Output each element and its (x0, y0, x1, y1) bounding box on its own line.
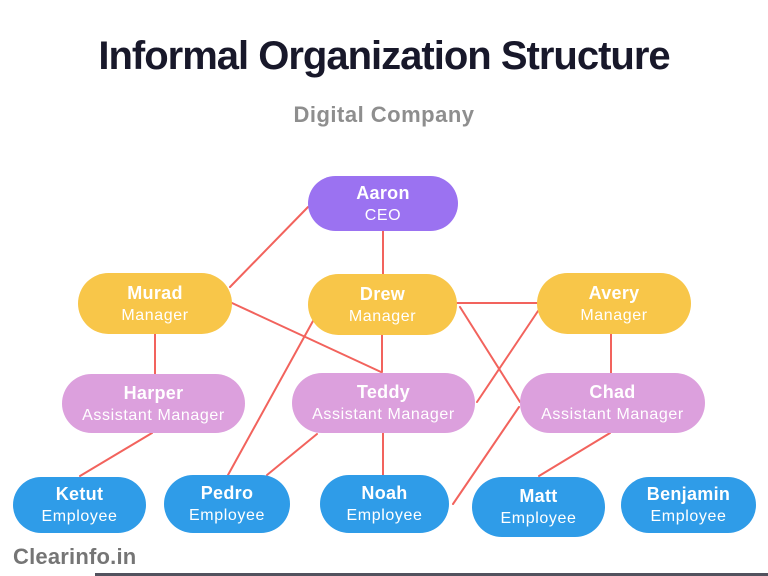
org-node-role: Employee (189, 507, 265, 525)
org-node-role: Assistant Manager (82, 406, 225, 424)
org-node-name: Pedro (200, 483, 254, 504)
connection-line-harper-ketut (79, 432, 153, 477)
org-node-name: Chad (589, 382, 636, 403)
org-node-name: Harper (123, 382, 184, 403)
org-node-name: Ketut (55, 484, 104, 505)
org-node-role: Employee (500, 510, 577, 528)
org-node-name: Avery (588, 282, 640, 303)
connection-line-chad-noah (452, 406, 520, 505)
org-node-name: Murad (127, 282, 183, 303)
org-node-name: Drew (359, 283, 406, 304)
org-node-name: Teddy (356, 382, 411, 403)
bottom-edge-strip (95, 573, 768, 576)
connection-line-teddy-pedro (266, 433, 318, 476)
page-title: Informal Organization Structure (98, 34, 670, 78)
org-node-role: Manager (121, 306, 189, 324)
page-subtitle: Digital Company (293, 102, 475, 127)
org-node-name: Noah (361, 483, 408, 504)
connection-line-avery-teddy (476, 310, 539, 403)
org-node-name: Benjamin (646, 484, 731, 505)
connection-line-drew-chad (459, 306, 521, 403)
watermark-text: Clearinfo.in (13, 544, 137, 569)
connection-line-drew-pedro (227, 320, 314, 476)
org-node-role: Assistant Manager (541, 406, 684, 424)
org-node-role: Assistant Manager (312, 406, 455, 424)
org-node-role: Manager (580, 306, 648, 324)
connection-line-aaron-murad (229, 206, 309, 288)
org-node-name: Matt (519, 486, 558, 507)
connection-line-chad-matt (538, 432, 611, 477)
org-node-role: Manager (348, 307, 417, 325)
org-node-name: Aaron (356, 182, 410, 203)
org-node-role: Employee (650, 508, 727, 526)
org-node-role: Employee (346, 507, 423, 525)
connection-line-murad-teddy (231, 302, 382, 373)
org-node-role: Employee (41, 508, 118, 526)
org-node-role: CEO (364, 206, 402, 224)
